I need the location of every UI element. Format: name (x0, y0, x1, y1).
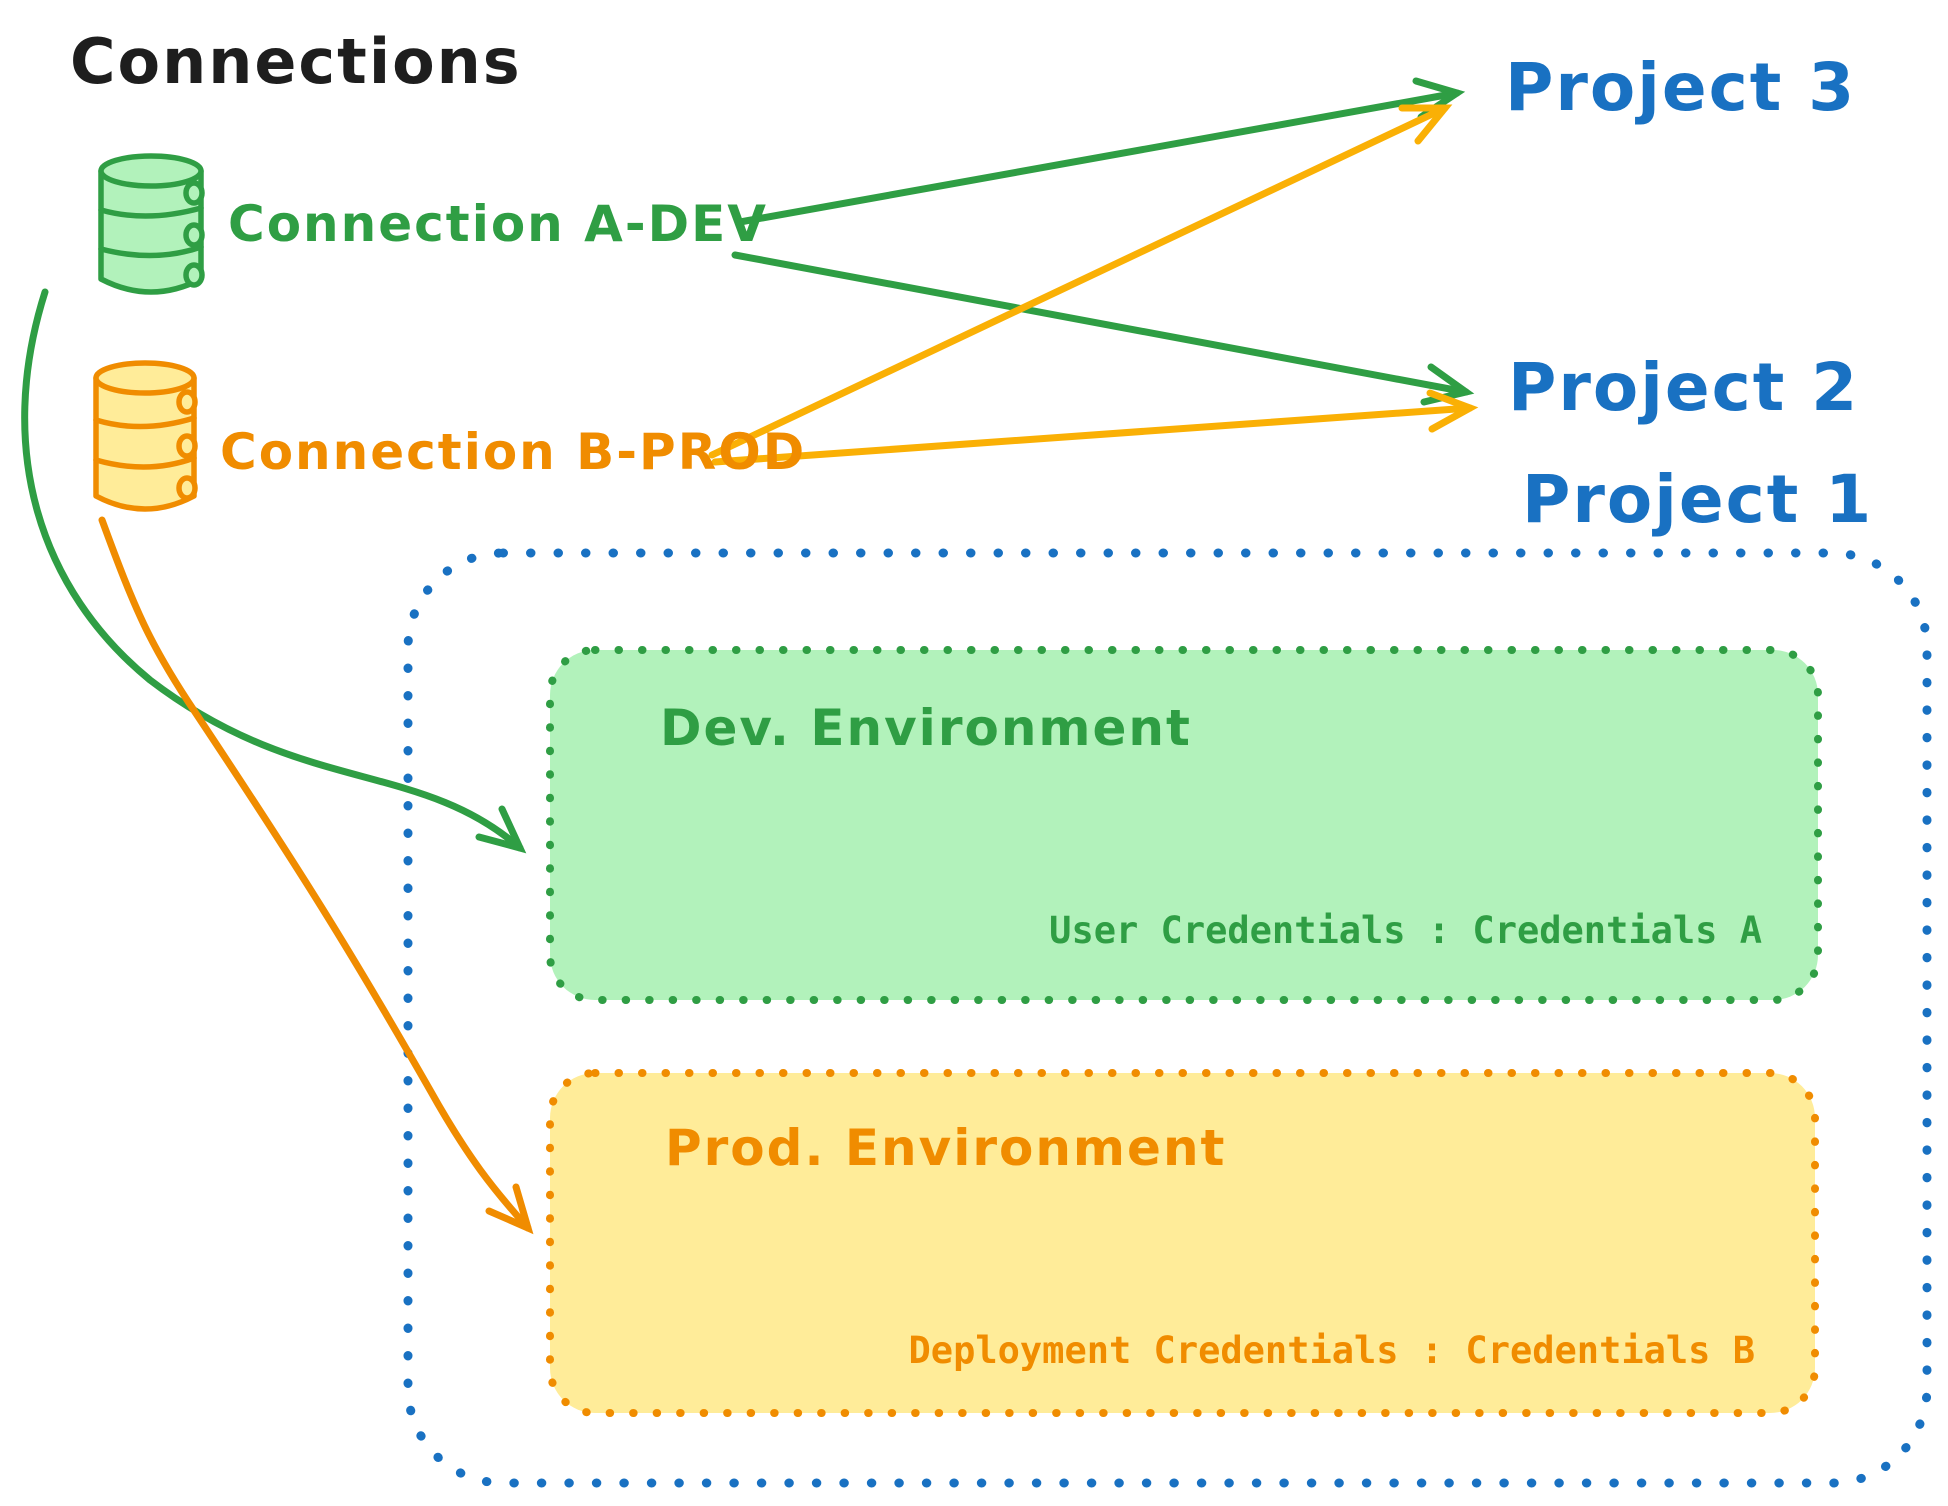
arrow-b-prod-to-project-2 (711, 389, 1479, 466)
prod-environment-credentials: Deployment Credentials : Credentials B (908, 1329, 1755, 1372)
dev-environment-credentials: User Credentials : Credentials A (1049, 909, 1762, 952)
arrow-a-dev-to-dev-environment (21, 288, 527, 854)
database-icon-b-prod (93, 360, 198, 512)
arrow-b-prod-to-project-3 (708, 104, 1453, 459)
dev-environment-title: Dev. Environment (660, 699, 1192, 757)
project-2-label: Project 2 (1508, 349, 1860, 426)
project-3-label: Project 3 (1505, 49, 1857, 126)
project-1-label: Project 1 (1522, 461, 1874, 538)
prod-environment-box (546, 1069, 1819, 1417)
dev-environment-box (546, 646, 1822, 1004)
prod-environment-title: Prod. Environment (665, 1119, 1227, 1177)
arrow-a-dev-to-project-2 (731, 251, 1475, 406)
project-1-container-box (403, 548, 1932, 1488)
diagram-title: Connections (70, 25, 522, 98)
arrow-b-prod-to-prod-environment (98, 516, 534, 1235)
connection-b-prod-label: Connection B-PROD (220, 423, 807, 481)
database-icon-a-dev (98, 153, 205, 295)
connection-a-dev-label: Connection A-DEV (228, 195, 768, 253)
